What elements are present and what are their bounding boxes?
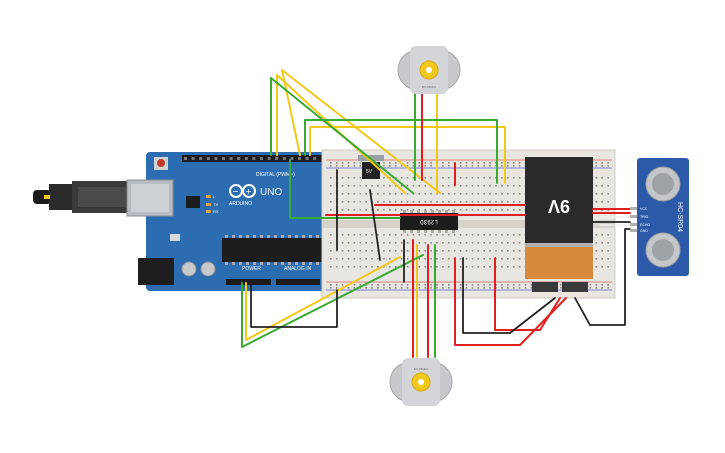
wire-green [289, 159, 401, 219]
l293d-driver: L293D [400, 210, 458, 233]
dc-motor-top[interactable]: DC Motor [397, 46, 461, 94]
svg-text:GND: GND [640, 229, 648, 233]
analog-header [276, 279, 320, 285]
svg-text:TRIG: TRIG [640, 215, 649, 219]
regulator-label: 5V [366, 169, 373, 175]
wire-black [250, 282, 338, 328]
arduino-logo: − + [229, 184, 256, 198]
battery-label: 9V [548, 196, 570, 216]
svg-text:−: − [232, 187, 239, 196]
atmega-chip [222, 235, 322, 265]
digital-header [182, 155, 322, 162]
wire-black [369, 189, 381, 261]
arduino-uno[interactable]: DIGITAL (PWM~) − + ARDUINO UNO L TX RX [33, 152, 329, 291]
status-leds: L TX RX [206, 194, 219, 214]
svg-text:+: + [245, 187, 252, 196]
wire-green [304, 119, 498, 184]
motor-bottom-label: DC Motor [414, 367, 429, 371]
power-label: POWER [242, 266, 261, 272]
svg-text:ECHO: ECHO [640, 223, 650, 227]
wire-yellow [281, 69, 301, 156]
wire-green [270, 77, 414, 194]
dc-power-jack [138, 258, 174, 285]
dc-motor-bottom[interactable]: DC Motor [389, 358, 453, 406]
wire-yellow [245, 256, 401, 341]
ultrasonic-sensor[interactable]: HC-SR04 VCC TRIG ECHO GND [630, 158, 689, 276]
usb-chip [186, 196, 200, 208]
sensor-model: HC-SR04 [676, 202, 683, 232]
capacitor [200, 261, 216, 277]
motor-top-label: DC Motor [422, 85, 437, 89]
wire-yellow [281, 69, 441, 194]
battery-9v: 9V [525, 157, 593, 292]
wire-yellow [309, 126, 506, 184]
svg-text:RX: RX [213, 209, 219, 214]
wire-black [574, 228, 631, 326]
digital-label: DIGITAL (PWM~) [256, 172, 295, 178]
wires [241, 69, 631, 358]
power-header [226, 279, 271, 285]
driver-label: L293D [420, 218, 438, 225]
analog-label: ANALOG IN [284, 266, 312, 272]
arduino-model: UNO [260, 187, 282, 198]
svg-text:TX: TX [213, 202, 218, 207]
digital-pin-holes [184, 157, 317, 160]
arduino-brand: ARDUINO [229, 201, 252, 207]
usb-cable [33, 181, 132, 213]
wire-red [454, 257, 567, 346]
svg-text:VCC: VCC [640, 207, 648, 211]
sensor-pins: VCC TRIG ECHO GND [630, 207, 650, 233]
wire-red [494, 257, 561, 331]
svg-text:L: L [213, 194, 216, 199]
wire-green [241, 254, 424, 348]
wire-black [462, 257, 556, 334]
capacitor [181, 261, 197, 277]
